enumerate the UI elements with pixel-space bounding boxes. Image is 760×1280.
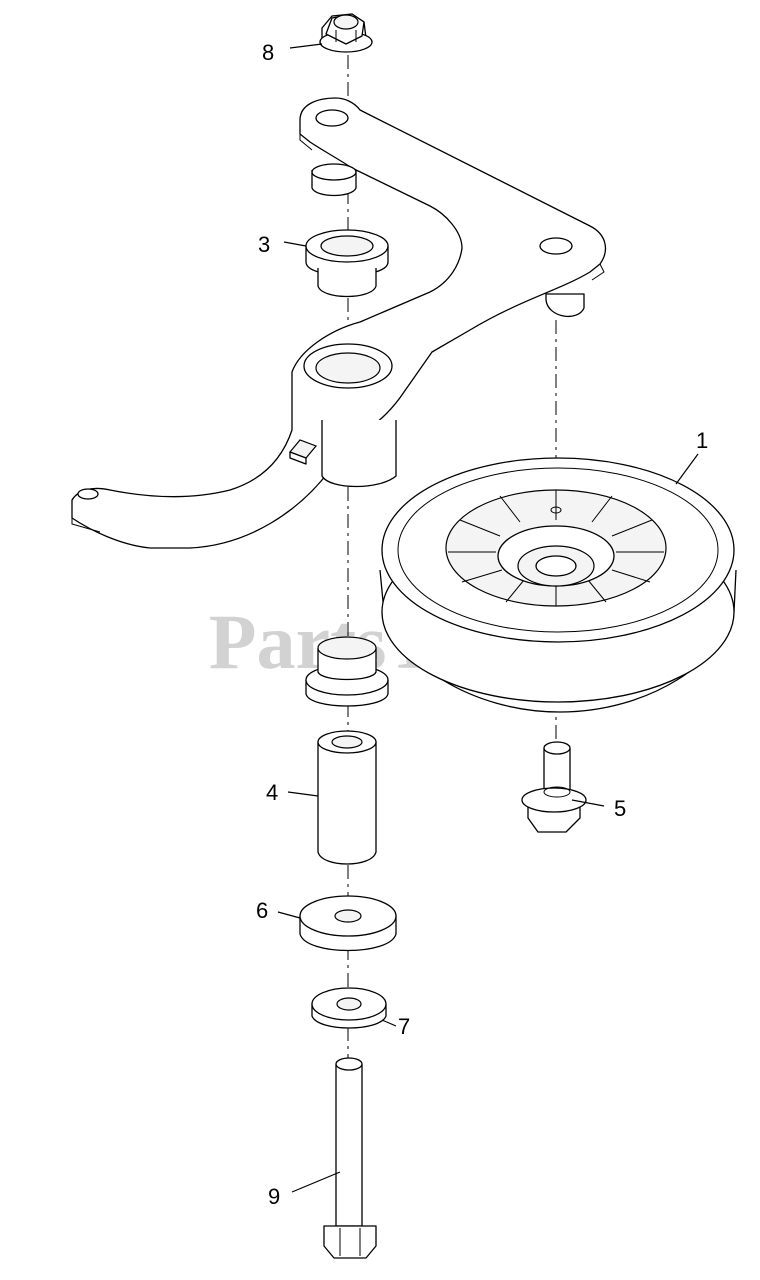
callout-3: 3 bbox=[258, 232, 270, 257]
small-washer[interactable] bbox=[311, 987, 387, 1029]
callout-5: 5 bbox=[614, 796, 626, 821]
callout-4: 4 bbox=[266, 780, 278, 805]
callout-8: 8 bbox=[262, 40, 274, 65]
pulley-shoulder-bolt[interactable] bbox=[521, 741, 587, 833]
leader-lines bbox=[277, 43, 699, 1193]
spacer-tube[interactable] bbox=[317, 730, 377, 865]
callout-1: 1 bbox=[696, 428, 708, 453]
upper-flange-bushing[interactable] bbox=[305, 229, 389, 298]
idler-pulley[interactable] bbox=[379, 457, 737, 713]
callout-9: 9 bbox=[268, 1184, 280, 1209]
callout-7: 7 bbox=[398, 1014, 410, 1039]
large-washer[interactable] bbox=[299, 895, 397, 952]
callout-6: 6 bbox=[256, 898, 268, 923]
pivot-bolt[interactable] bbox=[323, 1057, 377, 1259]
lower-flange-bushing[interactable] bbox=[305, 636, 389, 707]
idler-arm[interactable] bbox=[71, 97, 607, 549]
flange-lock-nut[interactable] bbox=[319, 13, 373, 53]
